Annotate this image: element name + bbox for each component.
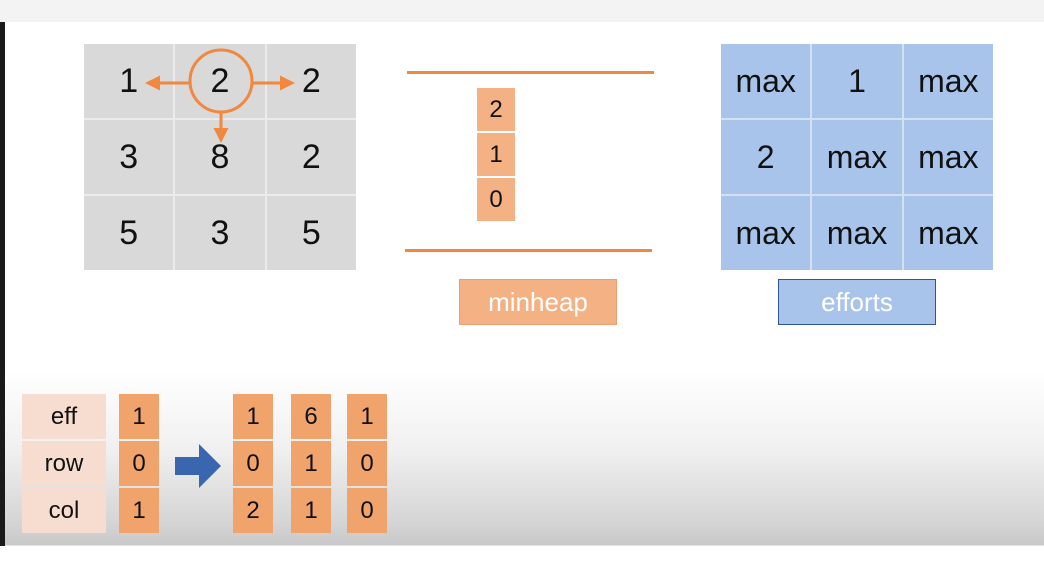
- grid-cell: 3: [175, 196, 265, 270]
- heap-stack: 2 1 0: [477, 88, 515, 221]
- efforts-label: efforts: [778, 279, 936, 325]
- current-tuple: 1 0 1: [119, 394, 159, 533]
- result-tuple: 6 1 1: [291, 394, 331, 533]
- tuple-cell: 1: [291, 441, 331, 486]
- efforts-cell: max: [812, 196, 902, 270]
- tuple-cell: 2: [233, 488, 273, 533]
- grid-cell: 2: [175, 44, 265, 118]
- minheap-label: minheap: [459, 279, 617, 325]
- tuple-cell: 1: [347, 394, 387, 439]
- tuple-cell: 6: [291, 394, 331, 439]
- height-grid: 1 2 2 3 8 2 5 3 5: [84, 44, 356, 270]
- tuple-cell: 1: [233, 394, 273, 439]
- efforts-cell: max: [721, 196, 811, 270]
- result-tuple: 1 0 2: [233, 394, 273, 533]
- heap-bottom-line: [405, 249, 652, 252]
- tuple-cell: 1: [291, 488, 331, 533]
- tuple-cell: 0: [119, 441, 159, 486]
- grid-cell: 3: [84, 120, 174, 194]
- efforts-cell: max: [721, 44, 811, 118]
- top-bar: [0, 0, 1044, 22]
- efforts-cell: max: [903, 44, 993, 118]
- efforts-cell: max: [812, 120, 902, 194]
- efforts-grid: max 1 max 2 max max max max max: [721, 44, 993, 270]
- tuple-field-labels: eff row col: [22, 394, 106, 533]
- field-label-row: row: [22, 441, 106, 486]
- efforts-cell: 1: [812, 44, 902, 118]
- efforts-cell: 2: [721, 120, 811, 194]
- heap-cell: 1: [477, 133, 515, 176]
- grid-cell: 2: [266, 120, 356, 194]
- tuple-cell: 1: [119, 394, 159, 439]
- efforts-cell: max: [903, 196, 993, 270]
- tuple-cell: 0: [233, 441, 273, 486]
- field-label-eff: eff: [22, 394, 106, 439]
- tuple-cell: 0: [347, 441, 387, 486]
- tuple-cell: 1: [119, 488, 159, 533]
- right-arrow-icon: [175, 444, 221, 488]
- heap-top-line: [407, 71, 654, 74]
- result-tuple: 1 0 0: [347, 394, 387, 533]
- grid-cell: 1: [84, 44, 174, 118]
- heap-cell: 0: [477, 178, 515, 221]
- grid-cell: 2: [266, 44, 356, 118]
- heap-cell: 2: [477, 88, 515, 131]
- grid-cell: 5: [84, 196, 174, 270]
- tuple-cell: 0: [347, 488, 387, 533]
- left-edge-bar: [0, 22, 5, 546]
- grid-cell: 8: [175, 120, 265, 194]
- grid-cell: 5: [266, 196, 356, 270]
- field-label-col: col: [22, 488, 106, 533]
- efforts-cell: max: [903, 120, 993, 194]
